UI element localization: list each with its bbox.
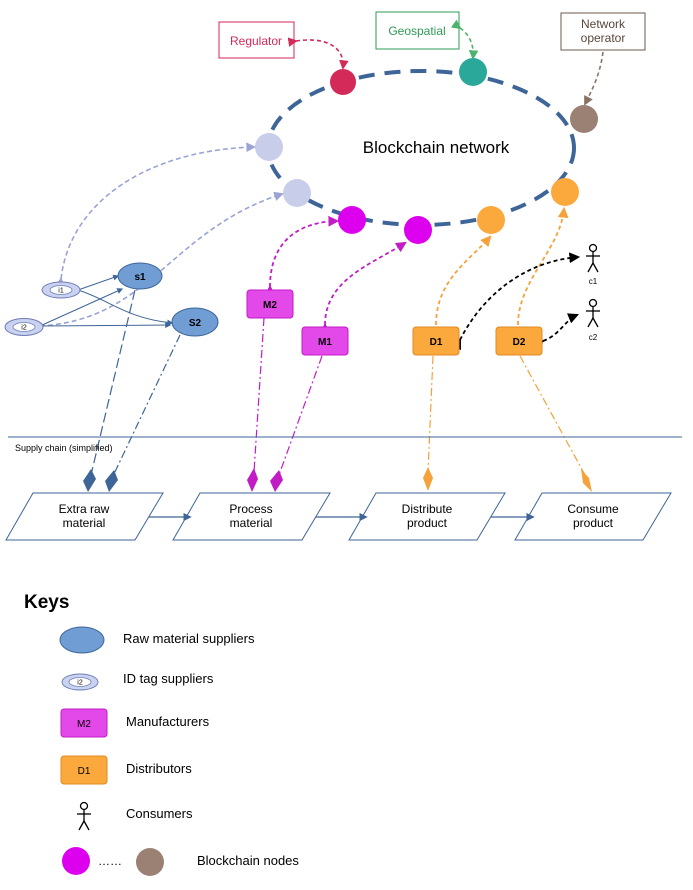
step-1-line2: material bbox=[63, 516, 106, 530]
node-id-tag-1 bbox=[255, 133, 283, 161]
m2-chain-link bbox=[253, 317, 265, 473]
key-node-magenta-icon bbox=[62, 847, 90, 875]
regulator-link bbox=[287, 37, 349, 70]
id-tag-i1: i1 bbox=[41, 281, 81, 299]
geospatial-label: Geospatial bbox=[388, 24, 445, 38]
supplier-s1: s1 bbox=[117, 262, 163, 290]
d1-chain-tip bbox=[423, 467, 433, 491]
node-network-operator bbox=[570, 105, 598, 133]
consumer-c2-label: c2 bbox=[589, 333, 598, 342]
manufacturer-m1-label: M1 bbox=[318, 337, 332, 348]
step-3-line2: product bbox=[407, 516, 448, 530]
network-operator-label-1: Network bbox=[581, 17, 626, 31]
key-manufacturer-sample: M2 bbox=[77, 719, 91, 730]
id-tag-i2: i2 bbox=[4, 318, 44, 336]
network-operator-label-2: operator bbox=[581, 31, 626, 45]
step-1-line1: Extra raw bbox=[59, 502, 110, 516]
id-tag-i2-label: i2 bbox=[21, 325, 27, 332]
regulator-box: Regulator bbox=[218, 21, 295, 59]
key-id-tag-sample: i2 bbox=[77, 680, 83, 687]
step-2-line1: Process bbox=[229, 502, 272, 516]
key-raw-supplier-icon bbox=[59, 626, 105, 654]
m1-ring-link bbox=[319, 241, 407, 334]
step-consume-product: Consume product bbox=[514, 492, 672, 541]
network-operator-box: Network operator bbox=[560, 12, 646, 51]
manufacturer-m1: M1 bbox=[301, 326, 349, 356]
key-manufacturer-icon: M2 bbox=[60, 708, 108, 738]
supplier-s2-label: S2 bbox=[189, 318, 202, 329]
d1-chain-link bbox=[427, 355, 434, 473]
key-node-brown-icon bbox=[136, 848, 164, 876]
key-consumer-icon bbox=[77, 801, 91, 831]
network-title: Blockchain network bbox=[363, 138, 510, 157]
consumer-c1-icon bbox=[586, 243, 600, 273]
m1-chain-tip bbox=[270, 470, 283, 492]
key-consumer-label: Consumers bbox=[126, 806, 193, 821]
s2-chain-link bbox=[112, 334, 181, 477]
key-blockchain-nodes-label: Blockchain nodes bbox=[197, 853, 299, 868]
d2-ring-link bbox=[517, 206, 569, 326]
distributor-d2-label: D2 bbox=[513, 337, 526, 348]
c1-d1-link bbox=[451, 252, 581, 351]
s1-chain-tip bbox=[83, 469, 96, 492]
d2-chain-link bbox=[519, 355, 586, 476]
d2-chain-tip bbox=[581, 469, 592, 492]
geospatial-box: Geospatial bbox=[375, 11, 460, 50]
network-operator-link bbox=[584, 51, 604, 106]
key-ellipsis: …… bbox=[98, 854, 122, 868]
node-m2 bbox=[338, 206, 366, 234]
id-tag-i1-label: i1 bbox=[58, 288, 64, 295]
m2-ring-link bbox=[264, 215, 340, 296]
c2-d2-link bbox=[533, 313, 579, 349]
i2-s1-arrow bbox=[39, 288, 124, 327]
key-id-tag-icon: i2 bbox=[61, 673, 99, 691]
distributor-d1-label: D1 bbox=[430, 337, 443, 348]
supply-chain-label: Supply chain (simplified) bbox=[15, 443, 113, 453]
consumer-c1-label: c1 bbox=[589, 277, 598, 286]
keys-heading: Keys bbox=[24, 592, 69, 613]
i1-link bbox=[55, 142, 256, 288]
step-distribute-product: Distribute product bbox=[348, 492, 506, 541]
geospatial-link bbox=[450, 19, 479, 60]
d1-ring-link bbox=[435, 235, 492, 326]
node-regulator bbox=[330, 69, 356, 95]
key-distributor-icon: D1 bbox=[60, 755, 108, 785]
distributor-d2: D2 bbox=[495, 326, 543, 356]
i2-link bbox=[39, 191, 284, 327]
supplier-s2: S2 bbox=[171, 307, 219, 337]
manufacturer-m2: M2 bbox=[246, 289, 294, 319]
step-3-line1: Distribute bbox=[402, 502, 453, 516]
key-distributor-sample: D1 bbox=[78, 766, 91, 777]
key-id-tag-label: ID tag suppliers bbox=[123, 671, 214, 686]
node-m1 bbox=[404, 216, 432, 244]
consumer-c2-icon bbox=[586, 298, 600, 328]
manufacturer-m2-label: M2 bbox=[263, 300, 277, 311]
s1-chain-link bbox=[90, 289, 136, 476]
key-distributor-label: Distributors bbox=[126, 761, 192, 776]
i1-s1-arrow bbox=[77, 274, 120, 291]
node-id-tag-2 bbox=[283, 179, 311, 207]
node-d1 bbox=[477, 206, 505, 234]
m2-chain-tip bbox=[247, 468, 258, 492]
supplier-s1-label: s1 bbox=[134, 272, 146, 283]
m1-chain-link bbox=[278, 355, 323, 476]
key-manufacturer-label: Manufacturers bbox=[126, 714, 210, 729]
step-extra-raw-material: Extra raw material bbox=[5, 492, 164, 541]
node-geospatial bbox=[459, 58, 487, 86]
step-process-material: Process material bbox=[172, 492, 331, 541]
key-raw-supplier-label: Raw material suppliers bbox=[123, 631, 255, 646]
step-2-line2: material bbox=[230, 516, 273, 530]
i2-s2-arrow bbox=[39, 322, 172, 329]
node-d2 bbox=[551, 178, 579, 206]
s2-chain-tip bbox=[105, 470, 118, 492]
step-4-line1: Consume bbox=[567, 502, 619, 516]
i1-s2-arrow bbox=[77, 289, 174, 326]
regulator-label: Regulator bbox=[230, 34, 282, 48]
step-4-line2: product bbox=[573, 516, 614, 530]
distributor-d1: D1 bbox=[412, 326, 460, 356]
